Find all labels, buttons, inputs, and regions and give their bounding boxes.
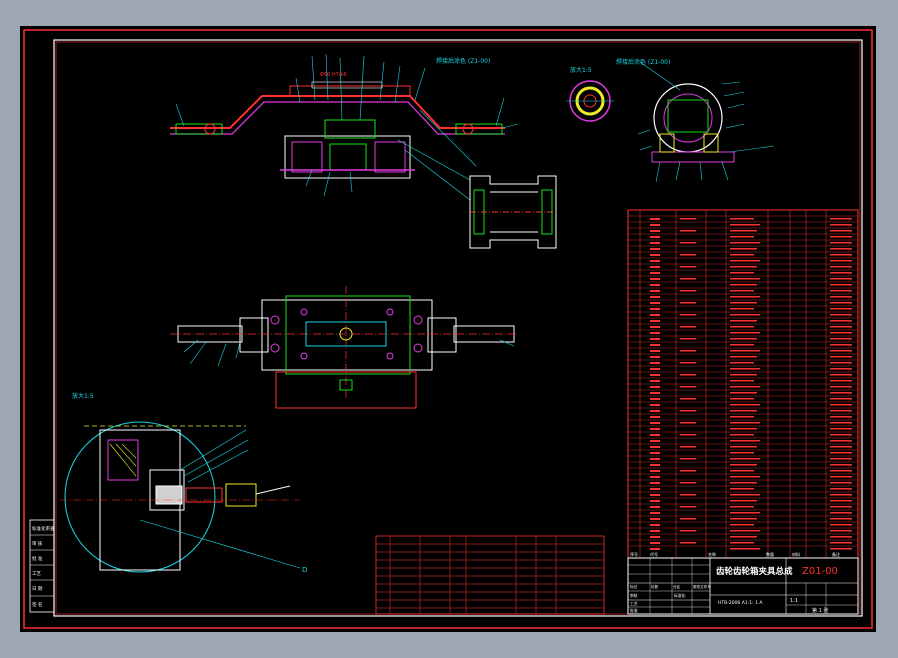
shaft-section-detail [469,175,557,249]
tb-row3-cell: 审核 [630,593,638,598]
tb-row3-cell: 工艺 [630,601,638,606]
stamp-label: 签 名 [32,601,42,608]
tb-row1-cell: 更改文件号 [693,584,711,589]
bom-header: 序号 [630,551,638,557]
stamp-label: 批 准 [32,555,43,562]
small-parts-table [375,535,605,615]
outer-border [23,29,873,629]
drawing-sheet [20,26,876,632]
drawing-title: 齿轮齿轮箱夹具总成 [716,566,793,577]
title-block: 齿轮齿轮箱夹具总成 Z01-00 HTB-2006 A1-1: 1 A 1:1 … [627,557,859,615]
stamp-label: 审 核 [32,540,43,547]
bom-header: 材料 [792,551,800,557]
sheet-value: 第 1 张 [812,607,828,614]
scale-value: 1:1 [790,598,798,604]
tb-row1-cell: 标记 [630,584,638,589]
tb-row1-cell: 处数 [651,584,659,589]
inner-border [53,39,863,617]
side-view-assembly [637,61,775,183]
tb-row3-cell: 批准 [630,608,638,613]
svg-text:Φ50 H7/k6: Φ50 H7/k6 [320,72,347,78]
bearing-section-view [566,80,614,122]
tb-row2-cell: 标准化 [674,593,686,598]
bom-header: 代号 [650,551,658,557]
front-view-assembly: Φ50 H7/k6 [170,53,519,201]
drawing-number: Z01-00 [802,566,838,577]
enlarged-detail-view: D [60,421,307,574]
stamp-label: 工艺 [32,571,41,577]
bom-header: 数量 [766,551,774,557]
section-label-top: 放大1:5 [570,66,592,74]
bom-header: 名称 [708,551,716,557]
detail-tag: D [302,566,307,574]
bom-header: 备注 [832,551,840,557]
top-right-note: 焊接后涂色 (Z1-00) [616,58,670,66]
stamp-label: 日 期 [32,586,43,592]
top-left-note: 焊接后涂色 (Z1-00) [436,57,490,65]
stamp-label: 标准化审查 [32,525,55,532]
section-label-detail: 放大1:5 [72,392,94,400]
plan-view-assembly [170,286,518,409]
title-bottom-text: HTB-2006 A1-1: 1 A [718,600,763,606]
bom-table: 序号 代号 名称 数量 材料 备注 [627,209,859,559]
tb-row1-cell: 分区 [673,584,681,589]
